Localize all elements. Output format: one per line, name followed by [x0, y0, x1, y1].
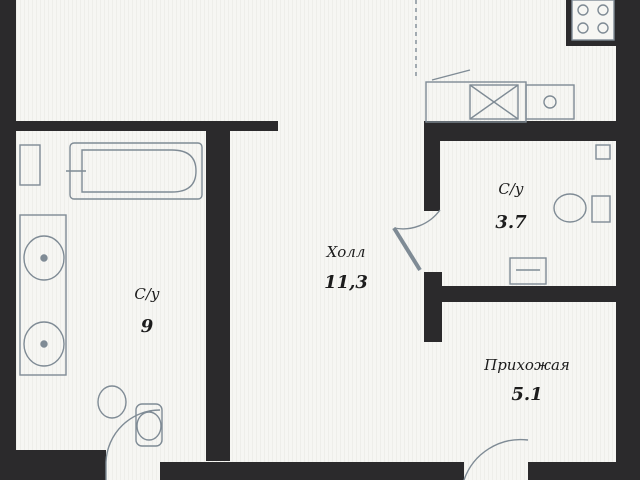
room-label-bathroom-area: 9 — [140, 316, 154, 337]
sink-lower-drain — [40, 340, 48, 348]
wc-door-swing — [393, 209, 441, 230]
bathroom-door-swing — [105, 409, 161, 463]
wall-right-outer — [616, 0, 640, 480]
wc-door-leaf — [392, 226, 422, 272]
stove-burner-2 — [597, 4, 609, 16]
radiator — [19, 144, 41, 186]
room-label-entrance-area: 5.1 — [511, 384, 543, 405]
vanity-counter — [19, 214, 67, 376]
kitchen-sink — [525, 84, 575, 120]
entrance-door-swing — [463, 438, 529, 480]
room-label-entrance-name: Прихожая — [484, 356, 570, 374]
wall-wc-left-lower — [424, 272, 442, 342]
wall-bottom-left — [16, 450, 106, 480]
stove-burner-3 — [577, 22, 589, 34]
toilet-tank — [135, 403, 163, 447]
toilet-bowl — [136, 411, 162, 441]
wall-wc-left — [424, 141, 440, 211]
wall-bottom-right — [528, 462, 640, 480]
wall-kitchen-counter — [424, 121, 640, 141]
dishwasher-diag-b — [469, 84, 519, 120]
sink-lower — [23, 321, 65, 367]
wc-sink — [509, 257, 547, 285]
wall-bathroom-top — [16, 121, 206, 131]
wc-toilet-tank — [591, 195, 611, 223]
room-label-bathroom-name: С/у — [134, 285, 160, 303]
wall-left-outer — [0, 0, 16, 480]
sink-upper — [23, 235, 65, 281]
room-label-wc-area: 3.7 — [495, 212, 527, 233]
sink-upper-drain — [40, 254, 48, 262]
wc-vent — [595, 144, 611, 160]
dishwasher-cross — [469, 84, 519, 120]
stove — [571, 0, 615, 41]
wall-hall-top-stub — [228, 121, 278, 131]
stove-burner-1 — [577, 4, 589, 16]
stove-burner-4 — [597, 22, 609, 34]
kitchen-door — [431, 69, 471, 81]
room-label-hall-name: Холл — [326, 243, 366, 261]
wall-bathroom-right — [206, 121, 230, 461]
wall-bottom-middle — [160, 462, 464, 480]
wc-toilet-bowl — [553, 193, 587, 223]
fixtures — [19, 0, 615, 480]
kitchen-sink-drain — [543, 95, 557, 109]
bathtub-inner — [81, 149, 197, 193]
bidet — [97, 385, 127, 419]
room-label-wc-name: С/у — [498, 180, 524, 198]
room-label-hall-area: 11,3 — [324, 272, 368, 293]
wall-wc-bottom — [440, 286, 640, 302]
